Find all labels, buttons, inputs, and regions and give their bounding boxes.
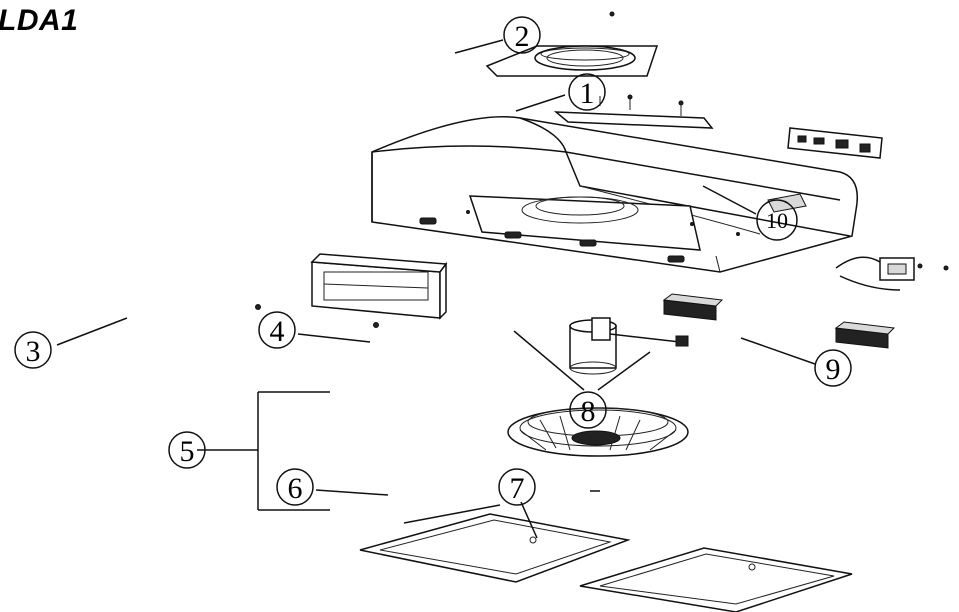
callout-4-label: 4 — [270, 315, 285, 348]
callout-6: 6 — [276, 468, 314, 506]
part-filter-left — [359, 513, 631, 583]
callout-8-label: 8 — [581, 395, 596, 428]
callout-6-label: 6 — [288, 472, 303, 505]
part-lamp-top — [662, 293, 724, 321]
part-duct-collar — [485, 45, 659, 77]
callout-8: 8 — [569, 391, 607, 429]
callout-10: 10 — [756, 199, 798, 241]
callout-5-label: 5 — [180, 435, 195, 468]
callout-1-label: 1 — [580, 77, 595, 110]
callout-5: 5 — [168, 431, 206, 469]
callout-1: 1 — [568, 73, 606, 111]
callout-3-label: 3 — [26, 335, 41, 368]
callout-4: 4 — [258, 311, 296, 349]
part-light-housing — [255, 253, 448, 328]
part-lamp-bottom — [834, 321, 896, 349]
part-motor — [569, 317, 689, 375]
part-wiring-harness — [835, 256, 949, 291]
callout-7-label: 7 — [510, 472, 525, 505]
callout-7: 7 — [498, 468, 536, 506]
part-mounting-plate — [553, 11, 714, 129]
callout-3: 3 — [14, 331, 52, 369]
model-title: LDA1 — [0, 4, 79, 37]
callout-2-label: 2 — [515, 20, 530, 53]
callout-9: 9 — [814, 349, 852, 387]
part-control-board — [787, 127, 883, 159]
callout-10-label: 10 — [766, 208, 788, 233]
callout-9-label: 9 — [826, 353, 841, 386]
leader-lines — [56, 39, 816, 539]
part-blower-fan — [507, 407, 689, 457]
callout-2: 2 — [503, 16, 541, 54]
part-hood-body — [371, 115, 858, 273]
part-filter-right — [579, 547, 853, 612]
